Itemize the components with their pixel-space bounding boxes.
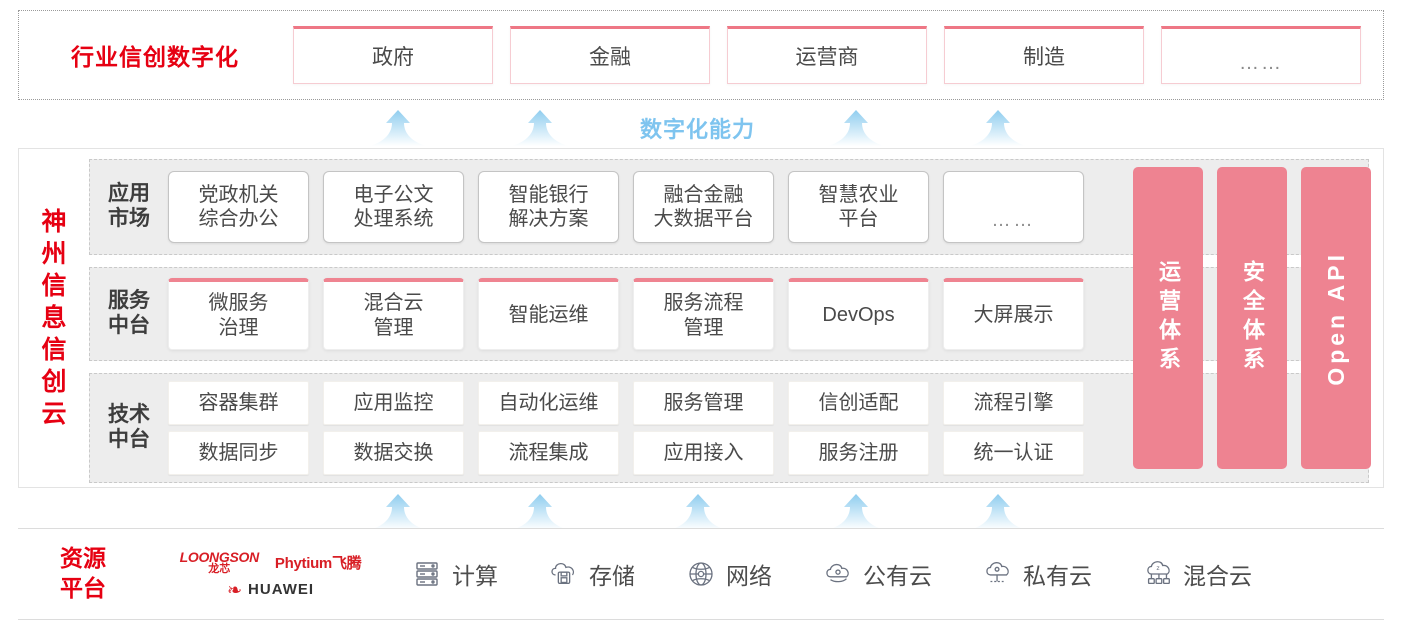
industry-card-finance[interactable]: 金融 [510,26,710,84]
cell-process-integration[interactable]: 流程集成 [478,431,619,475]
resource-item-public-cloud[interactable]: 公有云 [822,557,932,591]
cloud-title-char-6: 创 [41,368,67,396]
up-arrow-icon-bottom-2 [512,494,568,530]
resource-platform-band: 资源 平台 LOONGSON 龙芯 Phytium飞腾 ❧ HUAWEI [18,528,1384,620]
pillar-open-api[interactable]: Open API [1301,167,1371,469]
cloud-title-char-7: 云 [41,400,67,428]
cell-application-monitoring[interactable]: 应用监控 [323,381,464,425]
cloud-title-char-2: 州 [41,240,67,268]
row-label-technology-platform: 技术 中台 [108,403,150,451]
cloud-platform-title: 神 州 信 息 信 创 云 [19,149,89,487]
server-icon [411,558,443,590]
cell-unified-auth[interactable]: 统一认证 [943,431,1084,475]
cell-party-government-office[interactable]: 党政机关 综合办公 [168,171,309,243]
service-platform-cells: 微服务 治理 混合云 管理 智能运维 服务流程 管理 DevOps 大屏展示 [168,278,1084,350]
resource-item-hybrid-cloud[interactable]: z 混合云 [1142,557,1252,591]
cloud-title-char-3: 信 [41,272,67,300]
technology-platform-cells: 容器集群 应用监控 自动化运维 服务管理 信创适配 流程引擎 数据同步 数据交换… [168,381,1084,475]
cell-devops[interactable]: DevOps [788,278,929,350]
vendor-logo-row-2: ❧ HUAWEI [227,581,314,599]
industry-card-government[interactable]: 政府 [293,26,493,84]
resource-label-hybrid-cloud: 混合云 [1183,563,1252,589]
cell-smart-agriculture-platform[interactable]: 智慧农业 平台 [788,171,929,243]
technology-platform-row-top: 容器集群 应用监控 自动化运维 服务管理 信创适配 流程引擎 [168,381,1084,425]
up-arrow-icon-top-4 [970,110,1026,146]
resource-label-public-cloud: 公有云 [863,563,932,589]
cell-large-screen-display[interactable]: 大屏展示 [943,278,1084,350]
resource-label-private-cloud: 私有云 [1023,563,1092,589]
huawei-logo: ❧ HUAWEI [226,579,315,600]
digital-capability-label: 数字化能力 [640,117,756,142]
svg-text:z: z [1156,565,1159,572]
resource-item-list: 计算 存储 [411,557,1252,591]
huawei-flower-icon: ❧ [226,579,243,600]
row-label-service-platform: 服务 中台 [108,289,150,337]
resource-item-storage[interactable]: 存储 [548,557,635,591]
cell-intelligent-operations[interactable]: 智能运维 [478,278,619,350]
cell-finance-bigdata-platform[interactable]: 融合金融 大数据平台 [633,171,774,243]
industry-card-manufacturing[interactable]: 制造 [944,26,1144,84]
resource-item-compute[interactable]: 计算 [411,557,498,591]
cloud-platform-block: 神 州 信 息 信 创 云 应用 市场 党政机关 综合办公 [18,148,1384,488]
up-arrow-icon-top-2 [512,110,568,146]
industry-title: 行业信创数字化 [71,44,239,70]
up-arrow-icon-top-1 [370,110,426,146]
industry-card-more[interactable]: …… [1161,26,1361,84]
industry-card-list: 政府 金融 运营商 制造 …… [293,26,1361,84]
public-cloud-icon [822,558,854,590]
cell-container-cluster[interactable]: 容器集群 [168,381,309,425]
vendor-logo-row-1: LOONGSON 龙芯 Phytium飞腾 [180,550,362,575]
cell-data-sync[interactable]: 数据同步 [168,431,309,475]
cell-process-engine[interactable]: 流程引擎 [943,381,1084,425]
resource-label-network: 网络 [726,563,772,589]
up-arrow-icon-bottom-3 [670,494,726,530]
vertical-pillars: 运营体系 安全体系 Open API [1133,167,1371,469]
cell-service-management[interactable]: 服务管理 [633,381,774,425]
pillar-security-label: 安全体系 [1240,260,1265,376]
loongson-logo: LOONGSON 龙芯 [179,548,260,575]
cell-service-registry[interactable]: 服务注册 [788,431,929,475]
cell-hybrid-cloud-management[interactable]: 混合云 管理 [323,278,464,350]
resource-item-network[interactable]: 网络 [685,557,772,591]
cell-xinchuang-adaptation[interactable]: 信创适配 [788,381,929,425]
cell-smart-bank-solution[interactable]: 智能银行 解决方案 [478,171,619,243]
up-arrow-icon-bottom-5 [970,494,1026,530]
application-market-cells: 党政机关 综合办公 电子公文 处理系统 智能银行 解决方案 融合金融 [168,171,1084,243]
up-arrow-icon-top-3 [828,110,884,146]
cloud-title-char-4: 息 [41,304,67,332]
cell-data-exchange[interactable]: 数据交换 [323,431,464,475]
pillar-security-system[interactable]: 安全体系 [1217,167,1287,469]
cell-e-document-system[interactable]: 电子公文 处理系统 [323,171,464,243]
up-arrow-icon-bottom-1 [370,494,426,530]
resource-item-private-cloud[interactable]: 私有云 [982,557,1092,591]
industry-card-telecom[interactable]: 运营商 [727,26,927,84]
pillar-open-api-label: Open API [1322,250,1349,386]
industry-band: 行业信创数字化 政府 金融 运营商 制造 …… [18,10,1384,100]
network-globe-icon [685,558,717,590]
cell-application-market-more[interactable]: …… [943,171,1084,243]
cloud-platform-body: 应用 市场 党政机关 综合办公 电子公文 处理系统 智能银行 [89,149,1383,487]
cell-application-access[interactable]: 应用接入 [633,431,774,475]
resource-label-compute: 计算 [452,563,498,589]
up-arrow-icon-bottom-4 [828,494,884,530]
pillar-operations-system[interactable]: 运营体系 [1133,167,1203,469]
cloud-title-char-5: 信 [41,336,67,364]
private-cloud-icon [982,558,1014,590]
resource-label-storage: 存储 [589,563,635,589]
cloud-title-char-1: 神 [41,208,67,236]
phytium-logo: Phytium飞腾 [274,554,362,572]
cloud-storage-icon [548,558,580,590]
cell-service-process-management[interactable]: 服务流程 管理 [633,278,774,350]
technology-platform-row-bottom: 数据同步 数据交换 流程集成 应用接入 服务注册 统一认证 [168,431,1084,475]
pillar-operations-label: 运营体系 [1156,260,1181,376]
hybrid-cloud-icon: z [1142,558,1174,590]
row-label-application-market: 应用 市场 [108,182,150,230]
resource-platform-title: 资源 平台 [60,545,106,601]
cell-microservice-governance[interactable]: 微服务 治理 [168,278,309,350]
cell-automated-ops[interactable]: 自动化运维 [478,381,619,425]
vendor-logo-group: LOONGSON 龙芯 Phytium飞腾 ❧ HUAWEI [148,550,393,599]
